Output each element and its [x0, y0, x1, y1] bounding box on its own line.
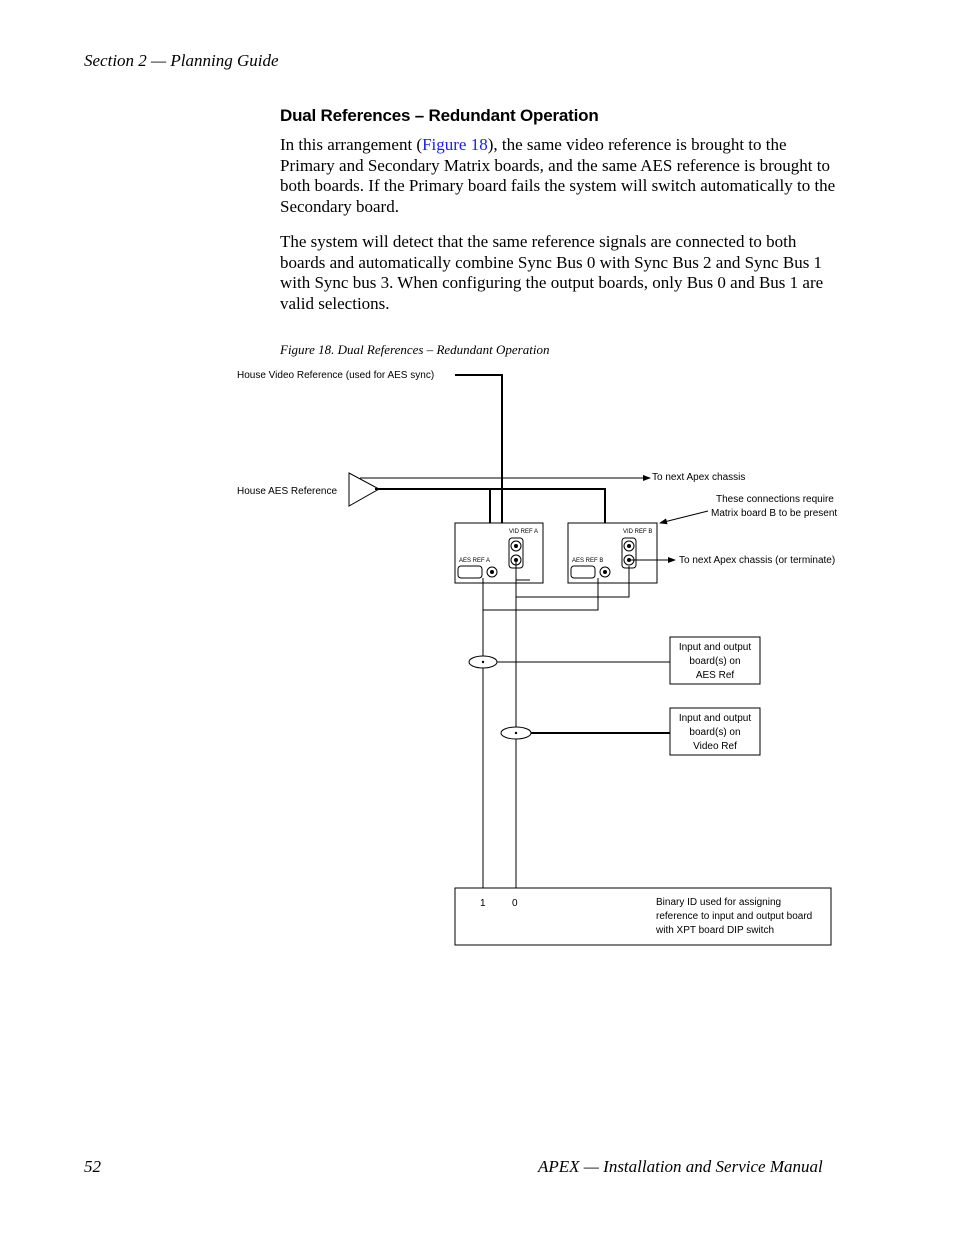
vid-ref-b-label: VID REF B	[623, 529, 652, 535]
paragraph-intro: In this arrangement (Figure 18), the sam…	[280, 135, 842, 217]
aes-bus-tap-point-icon	[481, 660, 485, 664]
section-title: Dual References – Redundant Operation	[280, 106, 599, 125]
binary-id-line2: reference to input and output board	[656, 911, 812, 922]
next-apex-label: To next Apex chassis	[652, 472, 745, 483]
connections-note-line2: Matrix board B to be present	[711, 508, 837, 519]
aes-ref-b-label: AES REF B	[572, 558, 603, 564]
vid-ref-a-label: VID REF A	[509, 529, 538, 535]
bit-1-label: 1	[480, 898, 486, 909]
section-header: Section 2 — Planning Guide	[84, 51, 279, 70]
video-box-line2: board(s) on	[689, 727, 740, 738]
video-box-line1: Input and output	[679, 713, 752, 724]
aes-distribution-triangle	[348, 472, 381, 507]
aes-box-line1: Input and output	[679, 642, 752, 653]
figure-caption: Figure 18. Dual References – Redundant O…	[280, 342, 550, 357]
manual-title: APEX — Installation and Service Manual	[538, 1157, 823, 1176]
vid-ref-b-bnc-top-pin-icon	[627, 544, 631, 548]
aes-ref-a-label: AES REF A	[459, 558, 490, 564]
aes-ref-boards-box	[669, 636, 761, 685]
bit-0-label: 0	[512, 898, 518, 909]
house-video-ref-label: House Video Reference (used for AES sync…	[237, 370, 434, 381]
aes-box-line2: board(s) on	[689, 656, 740, 667]
aes-ref-a-bnc-pin-icon	[490, 570, 494, 574]
video-ref-cable	[455, 374, 510, 538]
board-b-video-bus-link	[516, 566, 630, 598]
aes-ref-a-dsub-icon	[457, 565, 483, 579]
vid-ref-a-bnc-top-pin-icon	[514, 544, 518, 548]
aes-ref-b-dsub-icon	[570, 565, 596, 579]
house-aes-ref-label: House AES Reference	[237, 486, 337, 497]
figure-18-link[interactable]: Figure 18	[422, 135, 488, 154]
aes-ref-b-bnc-pin-icon	[603, 570, 607, 574]
video-box-line3: Video Ref	[693, 741, 737, 752]
binary-id-line3: with XPT board DIP switch	[655, 925, 774, 936]
binary-id-line1: Binary ID used for assigning	[656, 897, 781, 908]
video-ref-boards-box	[669, 707, 761, 756]
video-bus-tap-point-icon	[514, 731, 518, 735]
board-b-aes-bus-link	[483, 578, 599, 611]
next-apex-terminate-label: To next Apex chassis (or terminate)	[679, 555, 835, 566]
paragraph-intro-end: ), the same video reference is brought t…	[280, 135, 836, 216]
paragraph-intro-start: In this arrangement (	[280, 135, 423, 154]
connections-note-line1: These connections require	[716, 494, 834, 505]
aes-box-line3: AES Ref	[696, 670, 735, 681]
note-arrow	[659, 510, 709, 525]
binary-id-box	[454, 887, 832, 946]
page-number: 52	[84, 1157, 101, 1176]
aes-main-cable	[375, 488, 606, 535]
paragraph-sync-bus: The system will detect that the same ref…	[280, 232, 824, 313]
